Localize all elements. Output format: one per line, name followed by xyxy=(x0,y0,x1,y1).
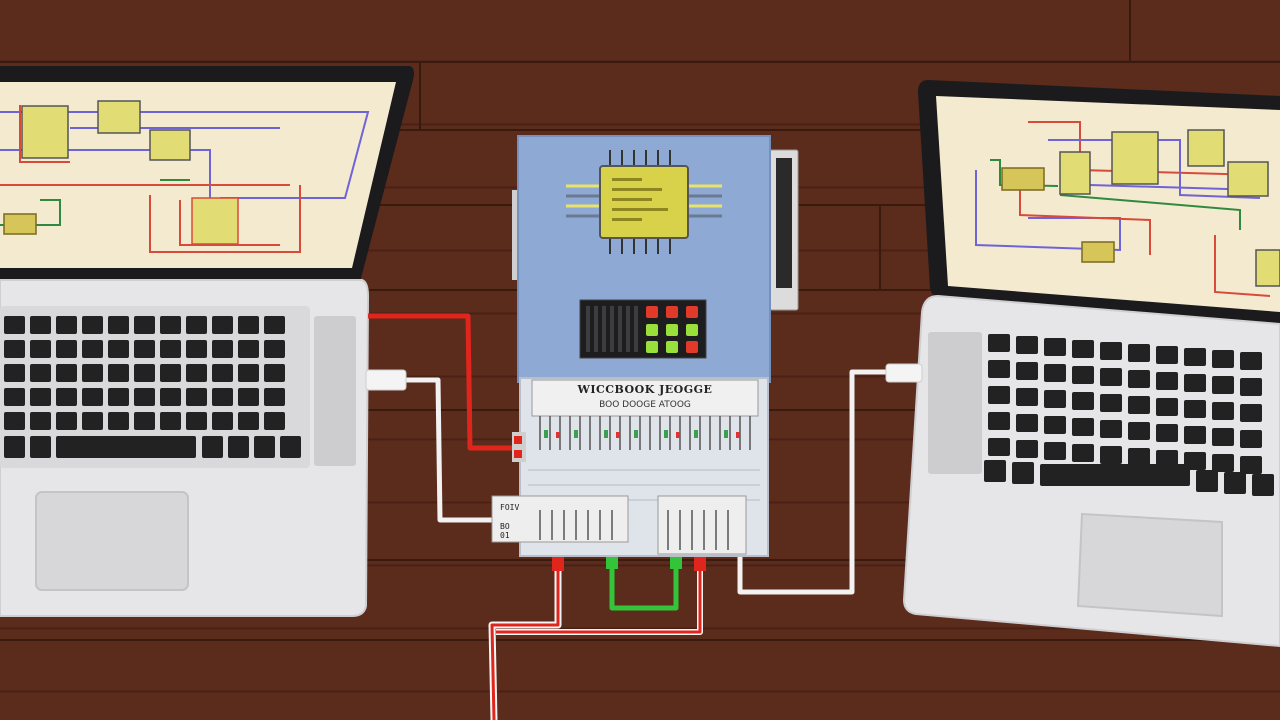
left-keyboard xyxy=(4,316,301,458)
keypad-display xyxy=(579,299,707,359)
board-subtitle-label: BOO DOOGE ATOOG xyxy=(599,400,691,410)
left-screen-schematic xyxy=(0,105,370,253)
cables xyxy=(365,313,923,720)
terminal-block-left xyxy=(491,495,629,543)
fpga-chip xyxy=(599,165,689,239)
left-laptop xyxy=(0,66,414,617)
right-keyboard xyxy=(984,334,1274,496)
terminal-label-2: BO 01 xyxy=(500,522,510,540)
left-trackpad xyxy=(35,491,189,591)
board-title-label: WICCBOOK JEOGGE xyxy=(577,383,713,396)
right-laptop-screen xyxy=(936,96,1280,312)
header-pins xyxy=(539,416,751,450)
terminal-block-right xyxy=(657,495,747,555)
terminal-label-1: FOIV xyxy=(500,503,520,512)
right-laptop xyxy=(902,80,1280,648)
fpga-board xyxy=(491,135,799,557)
right-trackpad xyxy=(1076,512,1223,618)
